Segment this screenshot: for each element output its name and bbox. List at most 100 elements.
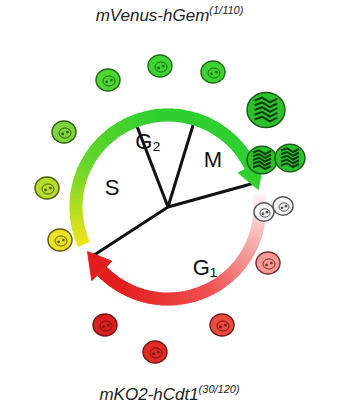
cell	[210, 314, 234, 336]
phase-dividers	[94, 123, 253, 255]
nucleolus	[152, 353, 155, 356]
nucleolus	[44, 189, 47, 192]
chromosome-scribble	[281, 160, 299, 164]
chromosome-scribble	[281, 148, 299, 152]
red-arc	[102, 194, 260, 299]
cell-body	[254, 203, 274, 221]
nucleus	[150, 348, 162, 358]
cell	[256, 252, 280, 274]
nucleolus	[62, 239, 65, 242]
chromosome-scribble	[253, 154, 271, 158]
nucleolus	[49, 187, 52, 190]
nucleolus	[265, 264, 268, 267]
cell-body	[93, 314, 117, 336]
chromosome-scribble	[255, 112, 278, 117]
cell-body	[35, 177, 59, 199]
nucleolus	[66, 131, 69, 134]
chromosome-scribble	[253, 165, 271, 169]
nucleus	[217, 321, 229, 331]
cell-body	[273, 197, 293, 215]
nucleolus	[102, 326, 105, 329]
cell	[35, 177, 59, 199]
nucleus	[155, 62, 167, 72]
nucleolus	[157, 351, 160, 354]
phase-label: G₂	[135, 131, 161, 153]
nucleolus	[210, 73, 213, 76]
nucleus	[260, 209, 270, 217]
cell-body	[52, 121, 76, 143]
cell	[143, 341, 167, 363]
nucleolus	[157, 67, 160, 70]
nucleus	[208, 68, 220, 78]
nucleolus	[57, 241, 60, 244]
nucleus	[55, 236, 67, 246]
cell	[254, 203, 274, 221]
chromosome-scribble	[281, 163, 299, 167]
phase-label: G₁	[193, 257, 218, 279]
nucleus	[263, 259, 275, 269]
probe-label-row: mVenus-hGem(1/110)	[0, 6, 339, 26]
cell-body	[256, 252, 280, 274]
chromosome-scribble	[255, 98, 278, 103]
cell-body	[96, 69, 120, 91]
nucleus	[42, 184, 54, 194]
phase-divider	[94, 207, 168, 255]
cell-body	[148, 55, 172, 77]
nucleolus	[262, 212, 265, 215]
cell	[201, 61, 225, 83]
nucleus	[103, 76, 115, 86]
nucleolus	[215, 71, 218, 74]
cell	[52, 121, 76, 143]
nucleus	[100, 321, 112, 331]
probe-residues: (1/110)	[209, 4, 243, 16]
mitotic-cell	[247, 93, 285, 128]
nucleolus	[219, 326, 222, 329]
cell	[48, 229, 72, 251]
nucleolus	[105, 81, 108, 84]
chromosome-scribble	[255, 117, 278, 122]
phase-divider	[168, 123, 194, 207]
cell-body	[48, 229, 72, 251]
red-arrowhead	[88, 252, 112, 281]
nucleolus	[285, 205, 288, 208]
nucleus	[279, 203, 289, 211]
cell	[148, 55, 172, 77]
probe-label-row: mKO2-hCdt1(30/120)	[0, 385, 339, 405]
cell-body	[201, 61, 225, 83]
probe-name: mKO2-hCdt1	[99, 385, 198, 404]
mitotic-cell	[247, 146, 277, 174]
mitotic-cell	[275, 144, 305, 172]
cell-body	[143, 341, 167, 363]
probe-residues: (30/120)	[199, 383, 240, 395]
phase-label: S	[105, 177, 120, 199]
nucleus	[59, 128, 71, 138]
cell	[96, 69, 120, 91]
nucleolus	[162, 65, 165, 68]
cells	[35, 55, 305, 363]
phase-label: M	[204, 149, 222, 171]
chromosome-scribble	[253, 162, 271, 166]
phase-divider	[168, 183, 253, 207]
chromosome-scribble	[253, 150, 271, 154]
nucleolus	[224, 324, 227, 327]
cell-body	[247, 146, 277, 174]
nucleolus	[281, 206, 284, 209]
nucleolus	[107, 324, 110, 327]
nucleolus	[110, 79, 113, 82]
nucleolus	[61, 133, 64, 136]
chromosome-scribble	[253, 158, 271, 162]
cell	[273, 197, 293, 215]
nucleolus	[270, 262, 273, 265]
cell	[93, 314, 117, 336]
chromosome-scribble	[281, 156, 299, 160]
chromosome-scribble	[281, 152, 299, 156]
chromosome-scribble	[255, 107, 278, 112]
probe-name: mVenus-hGem	[96, 6, 210, 25]
chromosome-scribble	[255, 102, 278, 107]
cell-body	[275, 144, 305, 172]
cell-body	[247, 93, 285, 128]
nucleolus	[266, 211, 269, 214]
green-arc	[76, 115, 251, 244]
